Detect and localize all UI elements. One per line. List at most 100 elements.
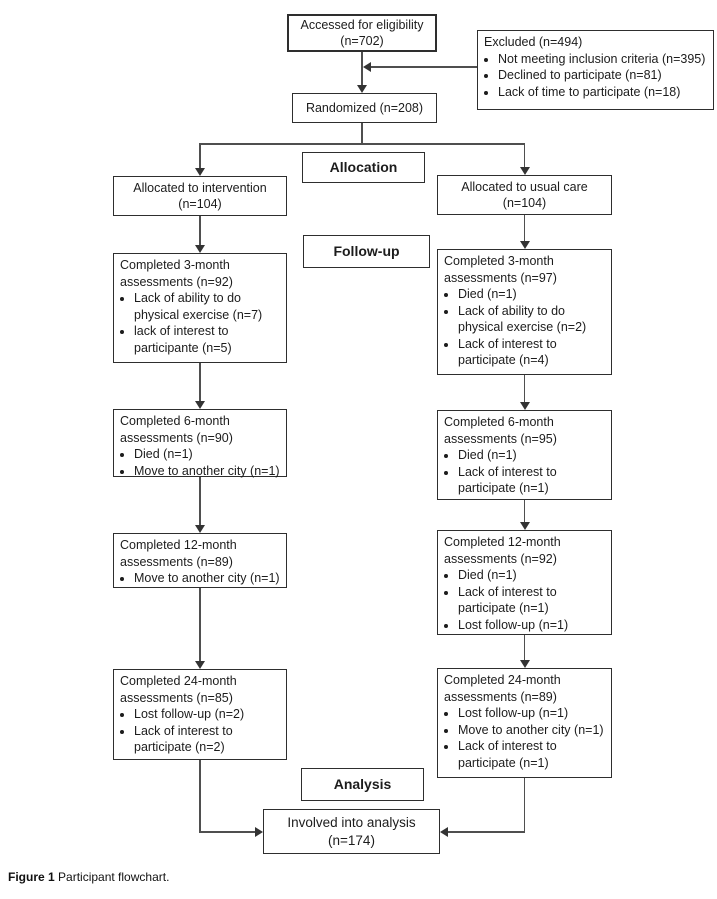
bullet-item: Lack of interest to participate (n=1) <box>458 584 607 617</box>
arrowhead-int-12m <box>195 525 205 533</box>
intervention-6-month-title: Completed 6-month assessments (n=90) <box>120 414 233 445</box>
bullet-item: Lack of interest to participate (n=1) <box>458 738 607 771</box>
arrowhead-int-24m <box>195 661 205 669</box>
bullet-item: Lack of time to participate (n=18) <box>498 84 705 101</box>
intervention-24-month-bullets: Lost follow-up (n=2)Lack of interest to … <box>120 706 282 756</box>
bullet-item: Lack of interest to participate (n=2) <box>134 723 282 756</box>
bullet-item: Lack of ability to do physical exercise … <box>134 290 282 323</box>
intervention-12-month-box: Completed 12-month assessments (n=89) Mo… <box>113 533 287 588</box>
usual-care-6-month-box: Completed 6-month assessments (n=95) Die… <box>437 410 612 500</box>
randomized-box: Randomized (n=208) <box>292 93 437 123</box>
usual-care-3-month-title: Completed 3-month assessments (n=97) <box>444 254 557 285</box>
arrowhead-int-6m <box>195 401 205 409</box>
intervention-3-month-bullets: Lack of ability to do physical exercise … <box>120 290 282 356</box>
connector-branch-right-drop <box>523 143 526 168</box>
allocated-intervention-box: Allocated to intervention (n=104) <box>113 176 287 216</box>
usual-care-6-month-bullets: Died (n=1)Lack of interest to participat… <box>444 447 607 497</box>
intervention-6-month-box: Completed 6-month assessments (n=90) Die… <box>113 409 287 479</box>
intervention-24-month-title: Completed 24-month assessments (n=85) <box>120 674 237 705</box>
bullet-item: Move to another city (n=1) <box>134 570 282 587</box>
usual-care-6-month-title: Completed 6-month assessments (n=95) <box>444 415 557 446</box>
connector-uc-to-analysis <box>448 831 525 833</box>
bullet-item: Move to another city (n=1) <box>134 463 282 480</box>
connector-uc-6m-to-12m <box>523 500 526 523</box>
intervention-3-month-title: Completed 3-month assessments (n=92) <box>120 258 233 289</box>
arrowhead-to-randomized <box>357 85 367 93</box>
bullet-item: Lost follow-up (n=1) <box>458 705 607 722</box>
connector-int-alloc-to-3m <box>199 216 201 246</box>
eligibility-line2: (n=702) <box>340 34 384 48</box>
allocated-usual-care-box: Allocated to usual care (n=104) <box>437 175 612 215</box>
analysis-result-box: Involved into analysis (n=174) <box>263 809 440 854</box>
bullet-item: Died (n=1) <box>134 446 282 463</box>
arrowhead-analysis-right <box>440 827 448 837</box>
figure-caption-text: Participant flowchart. <box>58 870 170 884</box>
intervention-24-month-box: Completed 24-month assessments (n=85) Lo… <box>113 669 287 760</box>
arrowhead-to-stem <box>363 62 371 72</box>
usual-care-3-month-bullets: Died (n=1)Lack of ability to do physical… <box>444 286 607 369</box>
connector-int-12m-to-24m <box>199 588 201 662</box>
arrowhead-to-usual-care <box>519 167 530 175</box>
arrowhead-uc-24m <box>519 660 530 668</box>
connector-branch-horizontal <box>199 143 526 145</box>
connector-int-to-analysis <box>199 831 257 833</box>
bullet-item: Not meeting inclusion criteria (n=395) <box>498 51 705 68</box>
excluded-title: Excluded (n=494) <box>484 35 583 49</box>
usual-care-12-month-box: Completed 12-month assessments (n=92) Di… <box>437 530 612 635</box>
usual-care-24-month-title: Completed 24-month assessments (n=89) <box>444 673 561 704</box>
excluded-bullets: Not meeting inclusion criteria (n=395)De… <box>484 51 705 101</box>
bullet-item: Died (n=1) <box>458 567 607 584</box>
bullet-item: Lack of ability to do physical exercise … <box>458 303 607 336</box>
bullet-item: Lack of interest to participate (n=1) <box>458 464 607 497</box>
allocated-usual-care-line2: (n=104) <box>502 196 547 210</box>
arrowhead-uc-12m <box>519 522 530 530</box>
analysis-label: Analysis <box>333 776 392 793</box>
arrowhead-uc-6m <box>519 402 530 410</box>
usual-care-3-month-box: Completed 3-month assessments (n=97) Die… <box>437 249 612 375</box>
excluded-box: Excluded (n=494) Not meeting inclusion c… <box>477 30 715 110</box>
intervention-12-month-title: Completed 12-month assessments (n=89) <box>120 538 237 569</box>
eligibility-line1: Accessed for eligibility <box>300 17 424 32</box>
stage-label-allocation: Allocation <box>302 152 425 183</box>
connector-uc-24m-down <box>523 778 526 832</box>
connector-uc-12m-to-24m <box>523 635 526 661</box>
connector-excluded <box>368 66 477 68</box>
intervention-12-month-bullets: Move to another city (n=1) <box>120 570 282 587</box>
bullet-item: Died (n=1) <box>458 286 607 303</box>
bullet-item: Lost follow-up (n=1) <box>458 617 607 634</box>
arrowhead-int-3m <box>195 245 205 253</box>
usual-care-12-month-bullets: Died (n=1)Lack of interest to participat… <box>444 567 607 633</box>
figure-caption-label: Figure 1 <box>8 870 55 884</box>
usual-care-12-month-title: Completed 12-month assessments (n=92) <box>444 535 561 566</box>
randomized-text: Randomized (n=208) <box>305 100 424 115</box>
allocated-intervention-line2: (n=104) <box>178 197 222 211</box>
connector-branch-left-drop <box>199 143 201 169</box>
analysis-result-text: Involved into analysis (n=174) <box>287 814 416 848</box>
connector-randomized-down <box>361 123 363 144</box>
connector-uc-3m-to-6m <box>523 375 526 403</box>
stage-label-analysis: Analysis <box>301 768 424 801</box>
eligibility-box: Accessed for eligibility (n=702) <box>287 14 437 52</box>
stage-label-follow-up: Follow-up <box>303 235 430 268</box>
bullet-item: Move to another city (n=1) <box>458 722 607 739</box>
intervention-6-month-bullets: Died (n=1)Move to another city (n=1) <box>120 446 282 479</box>
intervention-3-month-box: Completed 3-month assessments (n=92) Lac… <box>113 253 287 363</box>
allocated-usual-care-line1: Allocated to usual care <box>461 179 588 194</box>
allocated-intervention-line1: Allocated to intervention <box>133 180 267 195</box>
arrowhead-analysis-left <box>255 827 263 837</box>
figure-caption: Figure 1 Participant flowchart. <box>8 870 169 884</box>
usual-care-24-month-bullets: Lost follow-up (n=1)Move to another city… <box>444 705 607 771</box>
bullet-item: Lack of interest to participate (n=4) <box>458 336 607 369</box>
connector-int-24m-down <box>199 760 201 832</box>
follow-up-label: Follow-up <box>333 243 400 260</box>
connector-uc-alloc-to-3m <box>523 215 526 242</box>
bullet-item: Lost follow-up (n=2) <box>134 706 282 723</box>
connector-eligibility-stem <box>361 52 363 86</box>
usual-care-24-month-box: Completed 24-month assessments (n=89) Lo… <box>437 668 612 778</box>
bullet-item: Died (n=1) <box>458 447 607 464</box>
arrowhead-to-intervention <box>195 168 205 176</box>
connector-int-3m-to-6m <box>199 363 201 402</box>
allocation-label: Allocation <box>329 159 398 176</box>
arrowhead-uc-3m <box>519 241 530 249</box>
